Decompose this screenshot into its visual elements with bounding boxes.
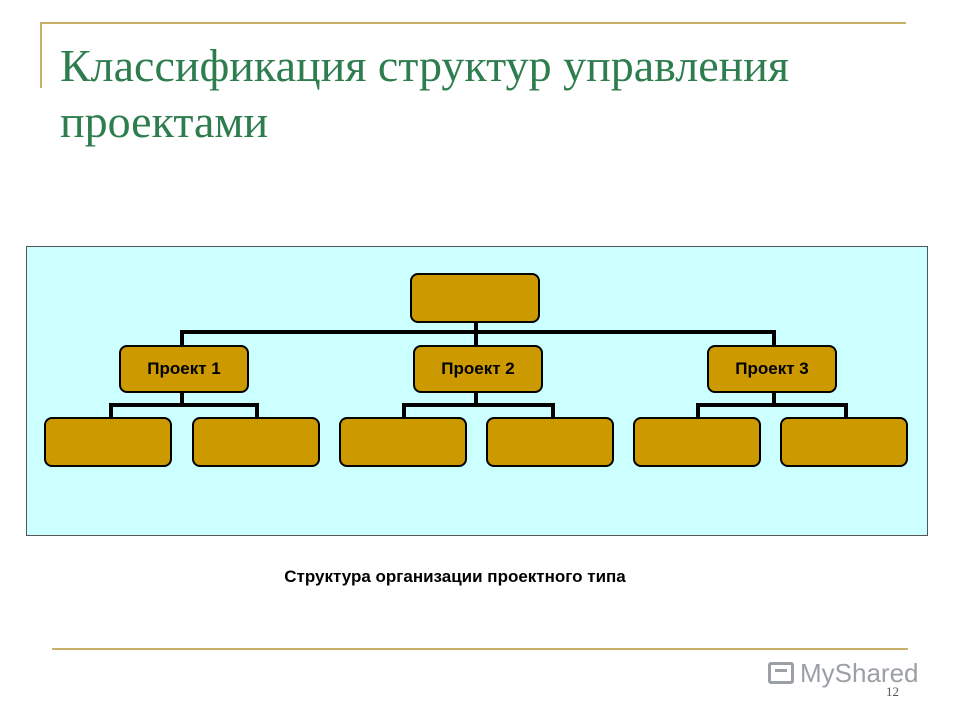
subunit-node-2b — [486, 417, 614, 467]
connector-p1-down — [180, 392, 184, 406]
subunit-node-3b — [780, 417, 908, 467]
project-node-2: Проект 2 — [413, 345, 543, 393]
connector-p2-bar — [402, 403, 555, 407]
connector-p3-bar — [696, 403, 848, 407]
page-number: 12 — [886, 684, 899, 699]
project-node-1: Проект 1 — [119, 345, 249, 393]
connector-top-bar — [180, 330, 776, 334]
connector-p1-right — [255, 403, 259, 417]
left-rule — [40, 22, 42, 88]
connector-p2-left — [402, 403, 406, 417]
org-chart-panel: Проект 1 Проект 2 Проект 3 — [26, 246, 928, 536]
connector-p3-up — [772, 330, 776, 346]
connector-p3-left — [696, 403, 700, 417]
watermark-logo: MyShared — [768, 658, 919, 688]
connector-root-down — [474, 321, 478, 333]
connector-p2-down — [474, 392, 478, 406]
watermark-text: MyShared — [800, 657, 919, 688]
connector-p2-up — [474, 330, 478, 346]
subunit-node-2a — [339, 417, 467, 467]
project-node-3: Проект 3 — [707, 345, 837, 393]
connector-p2-right — [551, 403, 555, 417]
connector-p1-up — [180, 330, 184, 346]
connector-p3-right — [844, 403, 848, 417]
top-rule — [40, 22, 906, 24]
subunit-node-1a — [44, 417, 172, 467]
bottom-rule — [52, 648, 908, 650]
root-node — [410, 273, 540, 323]
slide-title: Классификация структур управления проект… — [60, 40, 790, 147]
subunit-node-1b — [192, 417, 320, 467]
diagram-caption: Структура организации проектного типа — [284, 567, 626, 586]
presentation-icon — [768, 662, 794, 684]
connector-p1-left — [109, 403, 113, 417]
connector-p1-bar — [109, 403, 259, 407]
connector-p3-down — [772, 392, 776, 406]
subunit-node-3a — [633, 417, 761, 467]
